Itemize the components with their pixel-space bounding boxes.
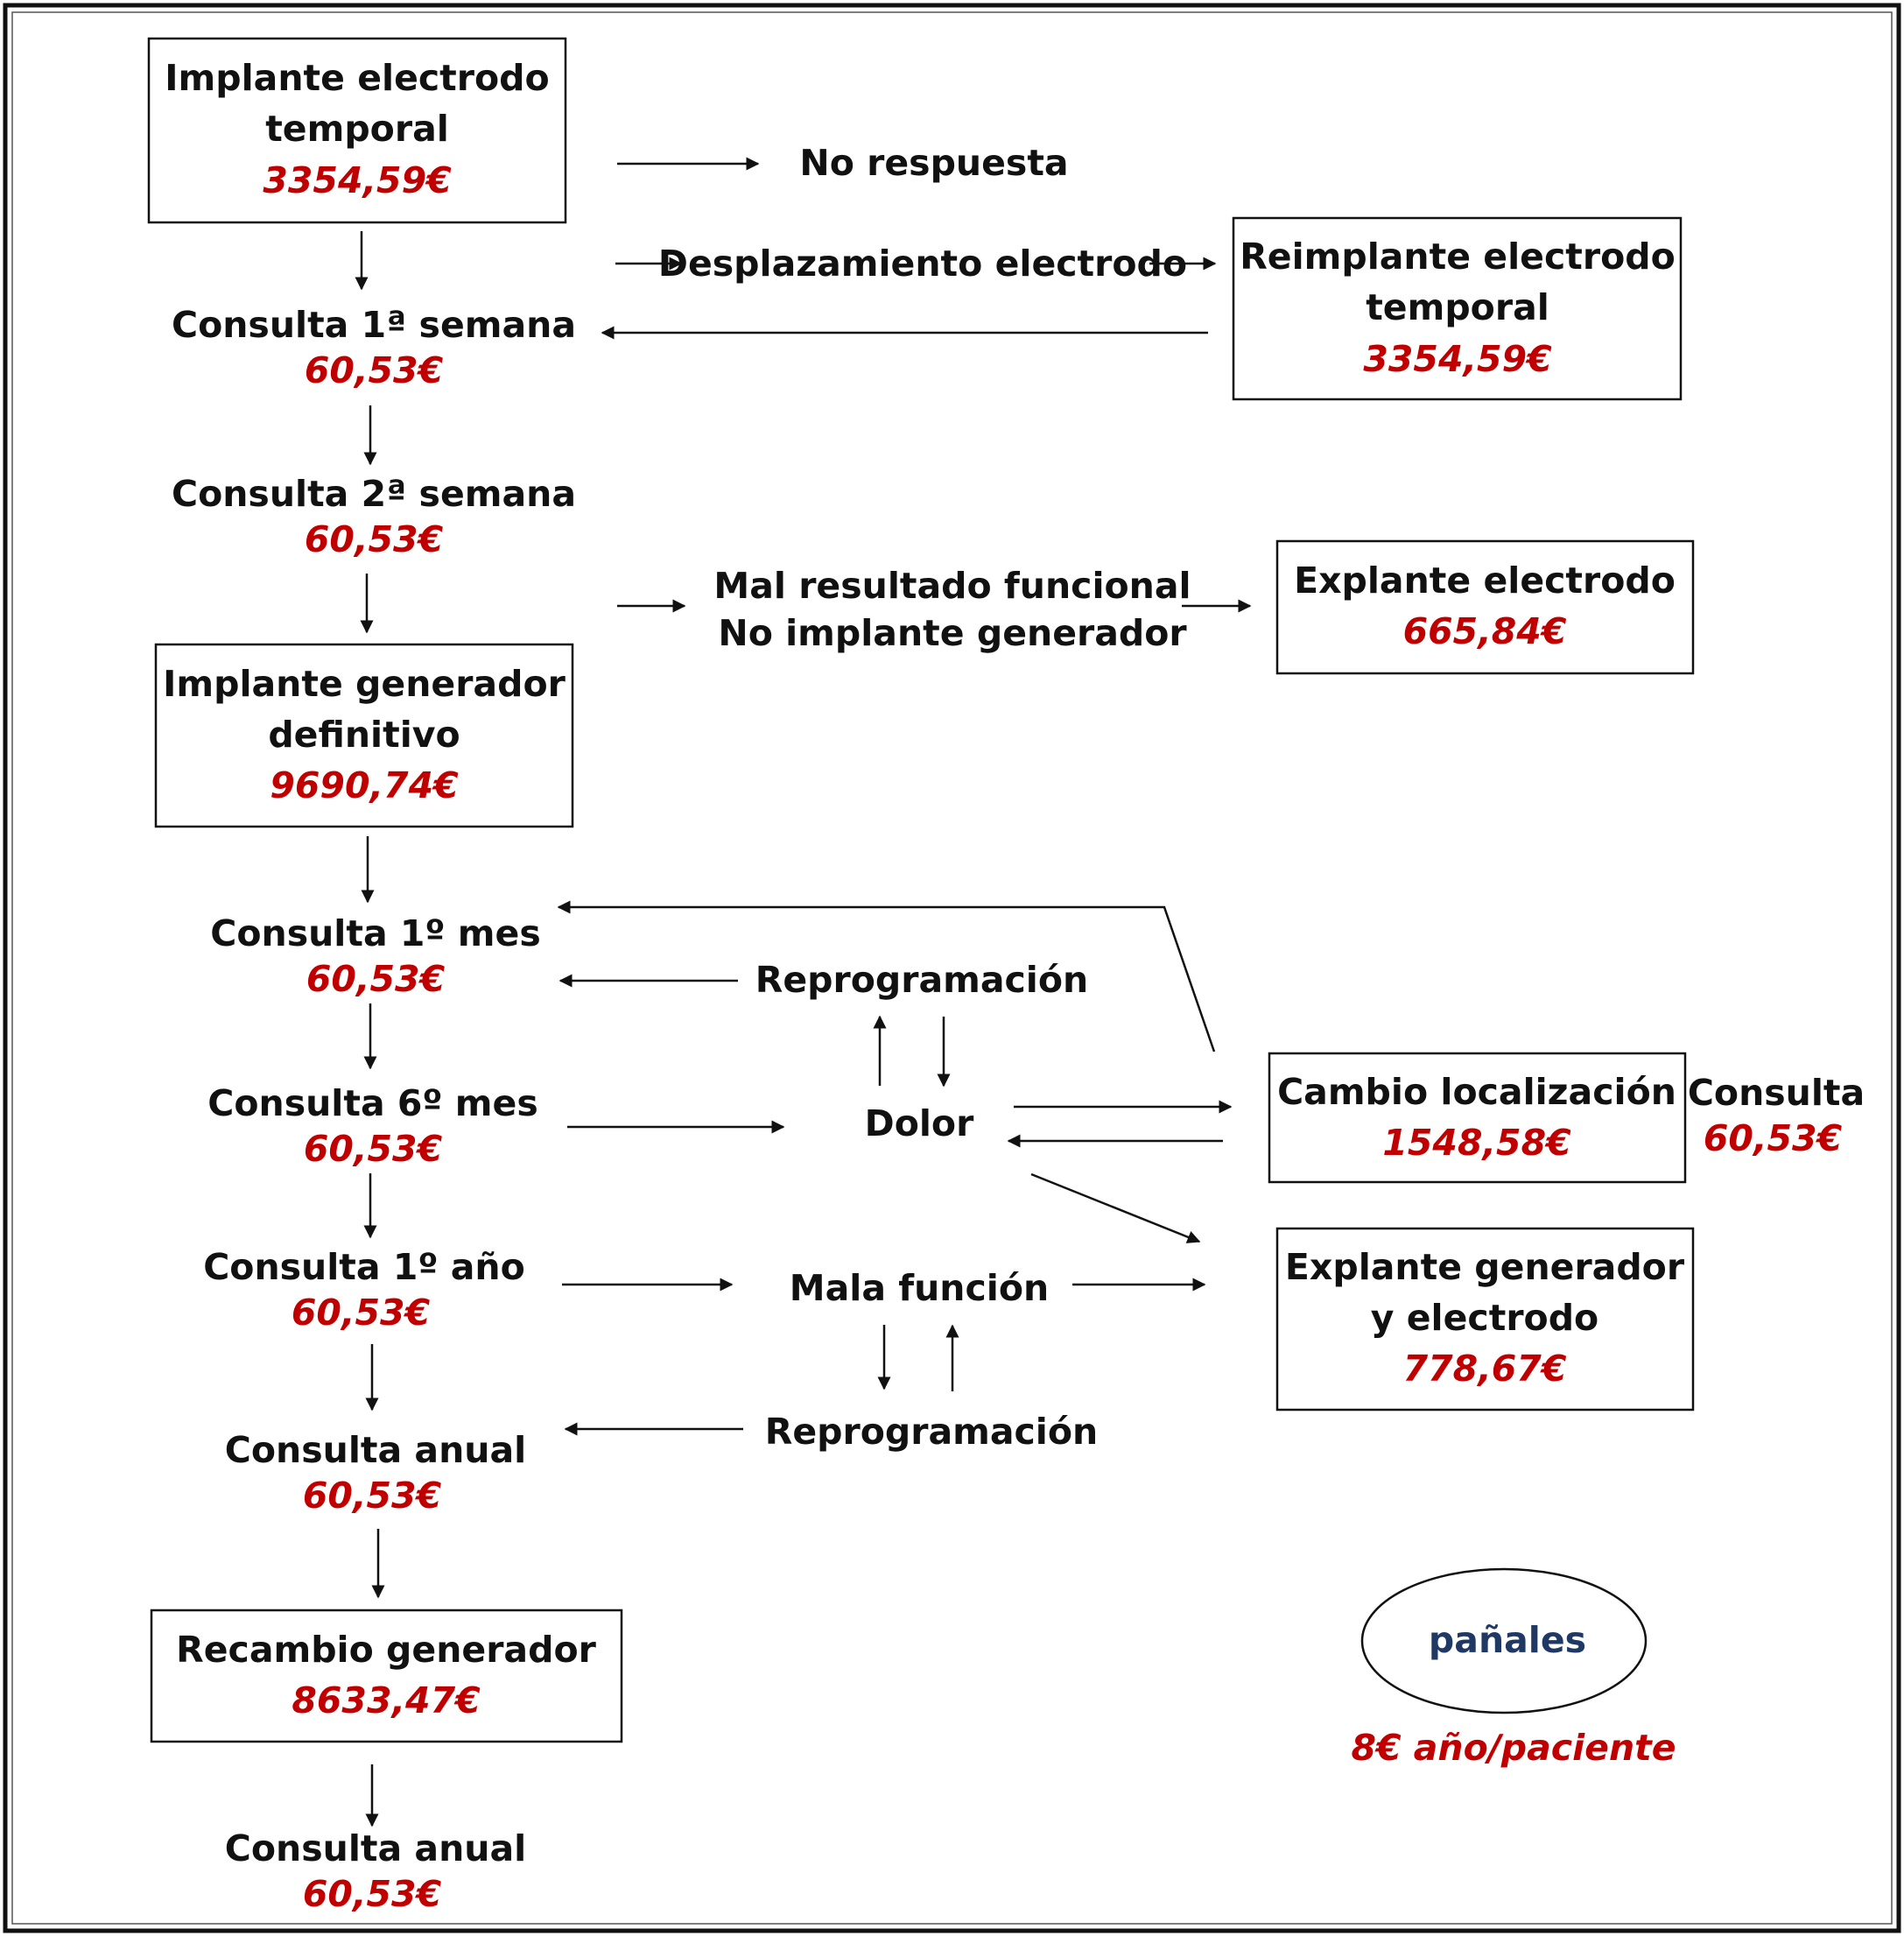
node-reprogramacion-top: Reprogramación xyxy=(755,959,1088,1001)
node-consulta-1-semana: Consulta 1ª semana 60,53€ xyxy=(172,304,576,391)
node-consulta-1-mes: Consulta 1º mes 60,53€ xyxy=(210,912,541,1000)
node-label: Consulta xyxy=(1688,1072,1865,1114)
node-dolor: Dolor xyxy=(865,1102,974,1144)
box-cost: 3354,59€ xyxy=(1363,338,1552,380)
box-label-line1: Implante generador xyxy=(163,663,566,705)
box-reimplante-temporal: Reimplante electrodo temporal 3354,59€ xyxy=(1232,216,1683,401)
node-label: Consulta 1º mes xyxy=(210,912,541,954)
node-cost: 60,53€ xyxy=(305,518,444,560)
outer-frame xyxy=(3,3,1901,1933)
box-label-line1: Implante electrodo xyxy=(165,57,549,99)
node-desplazamiento-electrodo: Desplazamiento electrodo xyxy=(658,243,1187,285)
box-label-line1: Explante electrodo xyxy=(1294,560,1676,602)
box-cost: 8633,47€ xyxy=(292,1679,481,1721)
box-label-line2: temporal xyxy=(1366,286,1549,328)
node-label: Consulta anual xyxy=(225,1827,526,1869)
box-cost: 778,67€ xyxy=(1403,1348,1567,1390)
node-label-line2: No implante generador xyxy=(718,612,1187,654)
box-label-line1: Explante generador xyxy=(1285,1246,1685,1288)
node-cost: 60,53€ xyxy=(292,1292,431,1334)
box-implante-generador: Implante generador definitivo 9690,74€ xyxy=(154,643,574,828)
node-reprogramacion-bottom: Reprogramación xyxy=(765,1411,1098,1453)
inner-frame xyxy=(11,11,1893,1925)
box-label-line2: y electrodo xyxy=(1371,1297,1598,1339)
node-consulta-side: Consulta 60,53€ xyxy=(1688,1072,1865,1159)
panales-ellipse: pañales xyxy=(1360,1567,1648,1714)
arrow-cambio-to-mes1 xyxy=(557,900,1216,1052)
node-label: Consulta 6º mes xyxy=(207,1082,538,1124)
arrows xyxy=(355,157,1252,1827)
node-consulta-anual: Consulta anual 60,53€ xyxy=(225,1429,526,1517)
node-label: Consulta 2ª semana xyxy=(172,473,576,515)
box-explante-generador: Explante generador y electrodo 778,67€ xyxy=(1275,1227,1695,1412)
box-cost: 665,84€ xyxy=(1403,610,1567,652)
node-cost: 60,53€ xyxy=(303,1475,442,1517)
panales-cost: 8€ año/paciente xyxy=(1351,1727,1676,1769)
node-mala-funcion: Mala función xyxy=(790,1267,1049,1309)
node-cost: 60,53€ xyxy=(304,1128,443,1170)
node-label-line1: Mal resultado funcional xyxy=(713,565,1191,607)
node-cost: 60,53€ xyxy=(305,349,444,391)
node-no-respuesta: No respuesta xyxy=(799,142,1068,184)
box-label-line1: Reimplante electrodo xyxy=(1240,236,1676,278)
node-cost: 60,53€ xyxy=(303,1873,442,1915)
box-recambio-generador: Recambio generador 8633,47€ xyxy=(150,1609,623,1743)
node-consulta-6-mes: Consulta 6º mes 60,53€ xyxy=(207,1082,538,1170)
box-label-line1: Recambio generador xyxy=(176,1629,596,1671)
box-label-line2: definitivo xyxy=(268,714,460,756)
node-label: Consulta 1º año xyxy=(203,1246,525,1288)
box-cost: 1548,58€ xyxy=(1382,1122,1571,1164)
box-label-line2: temporal xyxy=(265,108,449,150)
box-explante-electrodo: Explante electrodo 665,84€ xyxy=(1275,539,1695,675)
node-cost: 60,53€ xyxy=(1704,1117,1843,1159)
box-label-line1: Cambio localización xyxy=(1277,1071,1676,1113)
node-consulta-anual-final: Consulta anual 60,53€ xyxy=(225,1827,526,1915)
arrow-dolor-to-explante-generador xyxy=(1030,1172,1201,1243)
node-cost: 60,53€ xyxy=(306,958,446,1000)
node-consulta-1-ano: Consulta 1º año 60,53€ xyxy=(203,1246,525,1334)
node-label: Consulta 1ª semana xyxy=(172,304,576,346)
box-cost: 3354,59€ xyxy=(263,159,452,201)
node-label: Consulta anual xyxy=(225,1429,526,1471)
box-cambio-localizacion: Cambio localización 1548,58€ xyxy=(1268,1052,1687,1184)
node-mal-resultado: Mal resultado funcional No implante gene… xyxy=(713,565,1191,654)
node-consulta-2-semana: Consulta 2ª semana 60,53€ xyxy=(172,473,576,560)
panales-label: pañales xyxy=(1429,1619,1586,1661)
box-cost: 9690,74€ xyxy=(270,764,459,806)
box-implante-temporal: Implante electrodo temporal 3354,59€ xyxy=(147,37,567,224)
